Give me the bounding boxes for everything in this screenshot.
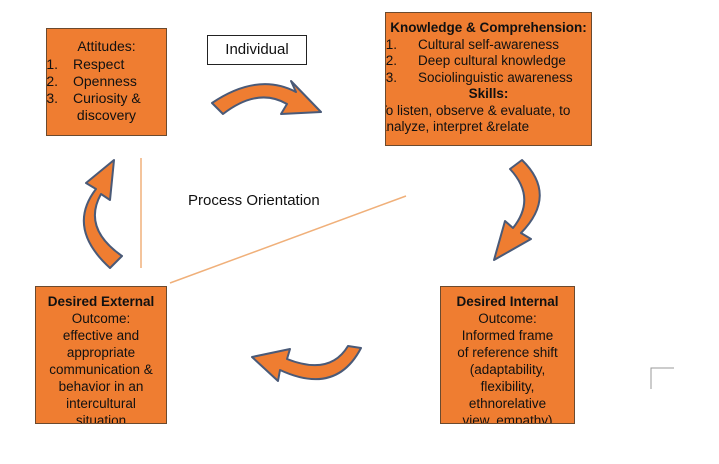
list-item: 3.Sociolinguistic awareness — [385, 69, 573, 85]
external-title: Desired External — [47, 294, 155, 309]
desired-internal-box: Desired Internal Outcome: Informed frame… — [440, 286, 575, 424]
curved-arrow-right — [493, 159, 541, 261]
internal-title: Desired Internal — [456, 294, 559, 309]
desired-external-box: Desired External Outcome: effective and … — [35, 286, 167, 424]
internal-line: ethnorelative — [468, 396, 547, 411]
skills-line-2: analyze, interpret &relate — [385, 119, 530, 134]
attitudes-continuation: discovery — [76, 107, 137, 123]
internal-line: Informed frame — [461, 328, 554, 343]
process-diagonal-line — [169, 195, 407, 284]
attitudes-title: Attitudes: — [77, 38, 136, 54]
external-line: effective and — [62, 328, 140, 343]
curved-arrow-bottom — [251, 345, 362, 382]
external-line: situation — [75, 413, 127, 424]
external-line: behavior in an — [58, 379, 144, 394]
internal-line: of reference shift — [457, 345, 558, 360]
internal-line: (adaptability, — [469, 362, 546, 377]
internal-line: view, empathy) — [462, 413, 553, 424]
knowledge-title: Knowledge & Comprehension: — [390, 20, 587, 35]
internal-line: flexibility, — [480, 379, 535, 394]
external-line: communication & — [49, 362, 153, 377]
external-line: intercultural — [66, 396, 136, 411]
list-item: 2.Openness — [46, 73, 137, 89]
skills-title: Skills: — [468, 86, 509, 101]
list-item: 1.Respect — [46, 56, 125, 72]
list-item: 3.Curiosity & — [46, 90, 141, 106]
list-item: 1.Cultural self-awareness — [385, 36, 560, 52]
knowledge-list: 1.Cultural self-awareness 2.Deep cultura… — [386, 37, 591, 87]
curved-arrow-left — [82, 159, 123, 269]
individual-label-box: Individual — [207, 35, 307, 65]
corner-mark — [650, 367, 674, 389]
curved-arrow-top — [211, 80, 322, 115]
internal-line: Outcome: — [478, 311, 537, 326]
knowledge-box: Knowledge & Comprehension: 1.Cultural se… — [385, 12, 592, 146]
external-line: appropriate — [66, 345, 136, 360]
process-orientation-label: Process Orientation — [188, 192, 320, 209]
skills-line-1: To listen, observe & evaluate, to — [385, 102, 571, 118]
external-line: Outcome: — [71, 311, 131, 326]
attitudes-box: Attitudes: 1.Respect 2.Openness 3.Curios… — [46, 28, 167, 136]
list-item: 2.Deep cultural knowledge — [385, 53, 566, 68]
attitudes-list: 1.Respect 2.Openness 3.Curiosity & — [47, 56, 166, 107]
